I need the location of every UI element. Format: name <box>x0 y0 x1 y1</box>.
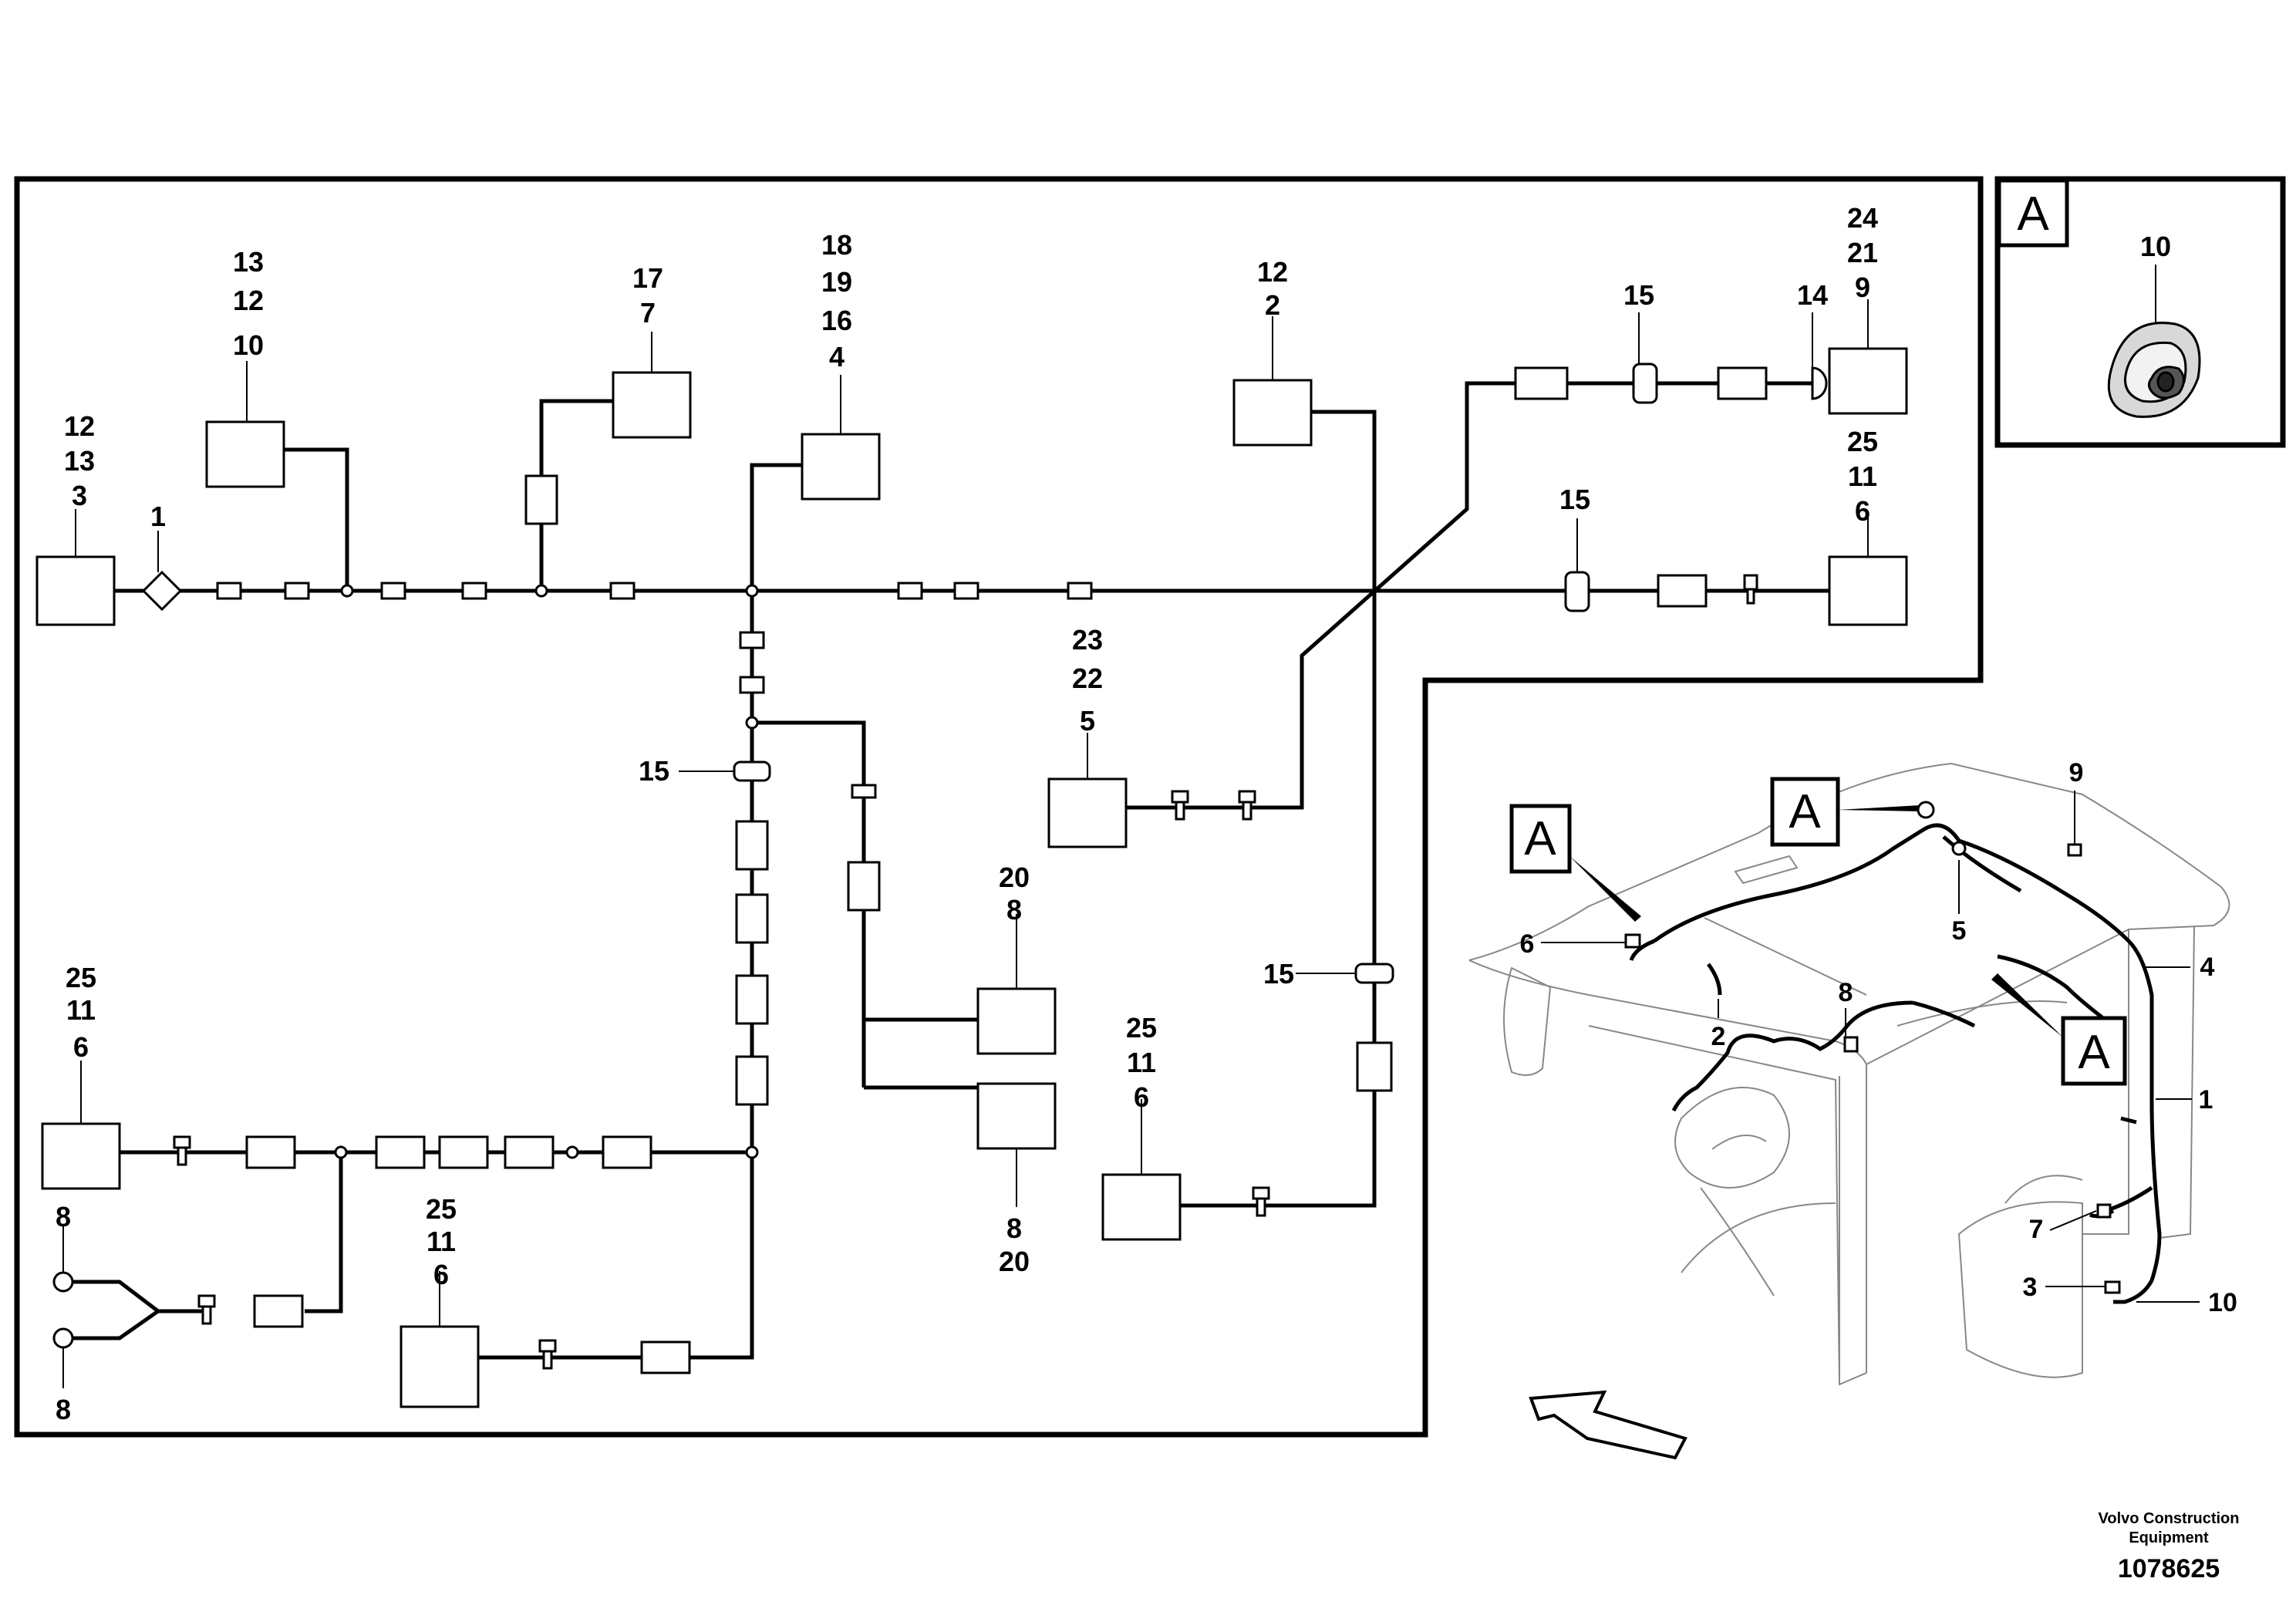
label-c8-bot-1: 20 <box>999 1246 1030 1277</box>
callout-a-left: A <box>1524 812 1556 865</box>
label-c9-0: 24 <box>1847 202 1878 234</box>
overview-illustration: A A A 9 6 5 4 2 8 1 7 3 10 <box>1468 758 2237 1386</box>
footer: Volvo Construction Equipment 1078625 <box>2099 1510 2240 1583</box>
schematic-frame <box>14 176 1984 1438</box>
connector-15-top[interactable] <box>1632 363 1658 404</box>
leader-lines <box>62 299 1869 1388</box>
label-c8-bot-0: 8 <box>1006 1212 1022 1244</box>
brand-line2: Equipment <box>2129 1529 2209 1546</box>
label-c8-top-0: 20 <box>999 862 1030 893</box>
component-8-bottom[interactable] <box>976 1082 1057 1150</box>
label-c4-0: 18 <box>821 229 852 261</box>
label-c14: 14 <box>1797 279 1828 311</box>
detail-a: A 10 <box>1997 178 2201 418</box>
component-3[interactable] <box>35 555 116 626</box>
callout-n5: 5 <box>1952 916 1967 946</box>
callout-n8: 8 <box>1839 978 1853 1007</box>
label-c9-1: 21 <box>1847 237 1878 268</box>
label-c6-right-0: 25 <box>1847 426 1878 457</box>
connector-15-mid[interactable] <box>1354 963 1394 984</box>
label-c10-0: 13 <box>233 246 264 278</box>
label-c4-1: 19 <box>821 266 852 298</box>
detail-tag-box <box>1997 178 2069 248</box>
label-c4-3: 4 <box>829 341 845 373</box>
component-6-left[interactable] <box>41 1122 121 1190</box>
label-c6-left-2: 6 <box>73 1031 89 1063</box>
label-c6-left-1: 11 <box>66 994 96 1026</box>
connector-15-left[interactable] <box>733 760 771 782</box>
callout-n3: 3 <box>2023 1273 2038 1302</box>
callout-n10: 10 <box>2208 1288 2237 1317</box>
label-c5-1: 22 <box>1072 663 1103 694</box>
label-c10-1: 12 <box>233 285 264 316</box>
component-2[interactable] <box>1232 379 1313 447</box>
label-c7-1: 7 <box>640 297 656 329</box>
label-c3-0: 12 <box>64 410 95 442</box>
components <box>35 347 1908 1408</box>
component-6-right[interactable] <box>1828 555 1908 626</box>
label-c7-0: 17 <box>632 262 663 294</box>
brand-line1: Volvo Construction <box>2099 1510 2240 1527</box>
label-c6-bottom-2: 6 <box>433 1259 449 1290</box>
label-c6-bottom-0: 25 <box>426 1193 457 1225</box>
label-c3-1: 13 <box>64 445 95 477</box>
component-8-top[interactable] <box>976 987 1057 1055</box>
label-c5-0: 23 <box>1072 624 1103 656</box>
component-6-bottom[interactable] <box>400 1325 480 1408</box>
connectors <box>52 363 1828 1374</box>
callout-n9: 9 <box>2069 758 2084 787</box>
callout-n2: 2 <box>1711 1022 1726 1051</box>
drawing-number: 1078625 <box>2118 1554 2220 1583</box>
callout-a-top-box <box>1770 777 1840 847</box>
label-c15-top: 15 <box>1623 279 1654 311</box>
label-c6-mid-1: 11 <box>1127 1047 1156 1078</box>
label-c3-2: 3 <box>72 480 87 511</box>
direction-arrow <box>1529 1390 1687 1460</box>
connector-1-diamond[interactable] <box>141 570 183 612</box>
detail-tag: A <box>2017 187 2049 241</box>
label-c6-right-1: 11 <box>1848 460 1877 492</box>
label-c15-left: 15 <box>639 755 669 787</box>
detail-part-label: 10 <box>2140 231 2171 262</box>
callout-n6: 6 <box>1520 929 1535 959</box>
callout-a-right-box <box>2061 1016 2127 1086</box>
label-c8-left-bot: 8 <box>56 1394 71 1425</box>
detail-frame <box>1994 176 2286 448</box>
overview-harness <box>1653 823 2162 1304</box>
callout-a-right: A <box>2078 1026 2110 1079</box>
grommet-drawing <box>2107 322 2201 418</box>
callout-n7: 7 <box>2029 1215 2044 1244</box>
label-c15-mid: 15 <box>1263 958 1294 990</box>
label-c1: 1 <box>150 501 166 532</box>
label-c9-2: 9 <box>1855 271 1870 303</box>
label-c8-top-1: 8 <box>1006 894 1022 926</box>
component-7[interactable] <box>612 371 692 439</box>
label-c6-mid-2: 6 <box>1134 1081 1149 1113</box>
callout-a-left-box <box>1509 804 1572 874</box>
component-5[interactable] <box>1047 777 1128 848</box>
label-c15-right: 15 <box>1559 484 1590 515</box>
callout-n4: 4 <box>2200 953 2215 982</box>
label-c10-2: 10 <box>233 329 264 361</box>
label-c6-left-0: 25 <box>66 962 96 993</box>
label-c8-left-top: 8 <box>56 1201 71 1233</box>
label-c2-1: 2 <box>1265 289 1280 321</box>
component-6-mid[interactable] <box>1101 1173 1182 1241</box>
label-c6-bottom-1: 11 <box>426 1226 456 1257</box>
component-4[interactable] <box>801 433 881 501</box>
label-c6-mid-0: 25 <box>1126 1012 1157 1044</box>
component-10[interactable] <box>205 420 285 488</box>
label-c2-0: 12 <box>1257 256 1288 288</box>
label-c4-2: 16 <box>821 305 852 336</box>
schematic-labels: 12 13 3 1 13 12 10 17 7 18 19 16 4 12 2 … <box>56 202 1878 1425</box>
callout-n1: 1 <box>2199 1085 2213 1114</box>
label-c5-2: 5 <box>1080 705 1095 737</box>
callout-a-top: A <box>1789 785 1821 838</box>
label-c6-right-2: 6 <box>1855 495 1870 527</box>
component-9[interactable] <box>1828 347 1908 415</box>
connector-15-right[interactable] <box>1564 571 1590 612</box>
